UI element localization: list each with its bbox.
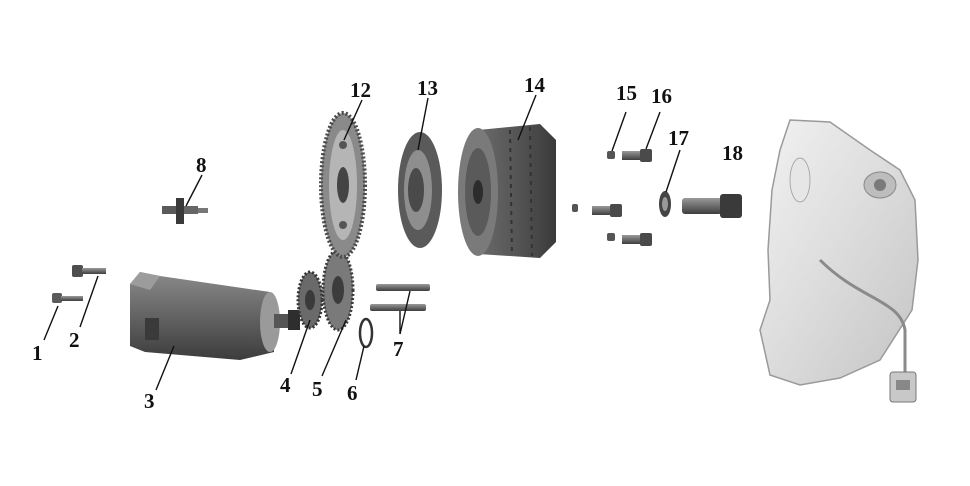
label-17: 17 bbox=[668, 126, 689, 150]
label-7: 7 bbox=[393, 337, 404, 361]
part-3-starter-motor bbox=[130, 272, 300, 360]
part-17-seal bbox=[659, 191, 671, 217]
part-number-labels: 1 2 3 4 5 6 7 8 12 13 14 15 16 17 18 bbox=[32, 73, 743, 413]
part-16-bolts bbox=[592, 149, 652, 246]
part-1-bolt bbox=[52, 293, 83, 303]
part-2-bolt bbox=[72, 265, 106, 277]
part-8-sensor bbox=[162, 198, 208, 224]
part-12-large-gear bbox=[319, 111, 367, 259]
label-8: 8 bbox=[196, 153, 207, 177]
part-4-small-gear bbox=[296, 270, 324, 330]
label-18: 18 bbox=[722, 141, 743, 165]
part-5-double-gear bbox=[321, 248, 355, 332]
label-13: 13 bbox=[417, 76, 438, 100]
part-15-dowel bbox=[572, 151, 615, 241]
label-5: 5 bbox=[312, 377, 323, 401]
part-14-flywheel bbox=[458, 124, 556, 258]
label-1: 1 bbox=[32, 341, 43, 365]
label-2: 2 bbox=[69, 328, 80, 352]
leader-lines bbox=[43, 94, 681, 391]
label-14: 14 bbox=[524, 73, 546, 97]
part-18-shaft bbox=[682, 194, 742, 218]
part-6-washer bbox=[358, 317, 374, 349]
label-16: 16 bbox=[651, 84, 672, 108]
part-7-pins bbox=[370, 284, 430, 311]
label-4: 4 bbox=[280, 373, 291, 397]
label-12: 12 bbox=[350, 78, 371, 102]
part-13-clutch bbox=[398, 132, 442, 248]
label-6: 6 bbox=[347, 381, 358, 405]
engine-side-cover bbox=[759, 119, 919, 403]
label-3: 3 bbox=[144, 389, 155, 413]
label-15: 15 bbox=[616, 81, 637, 105]
